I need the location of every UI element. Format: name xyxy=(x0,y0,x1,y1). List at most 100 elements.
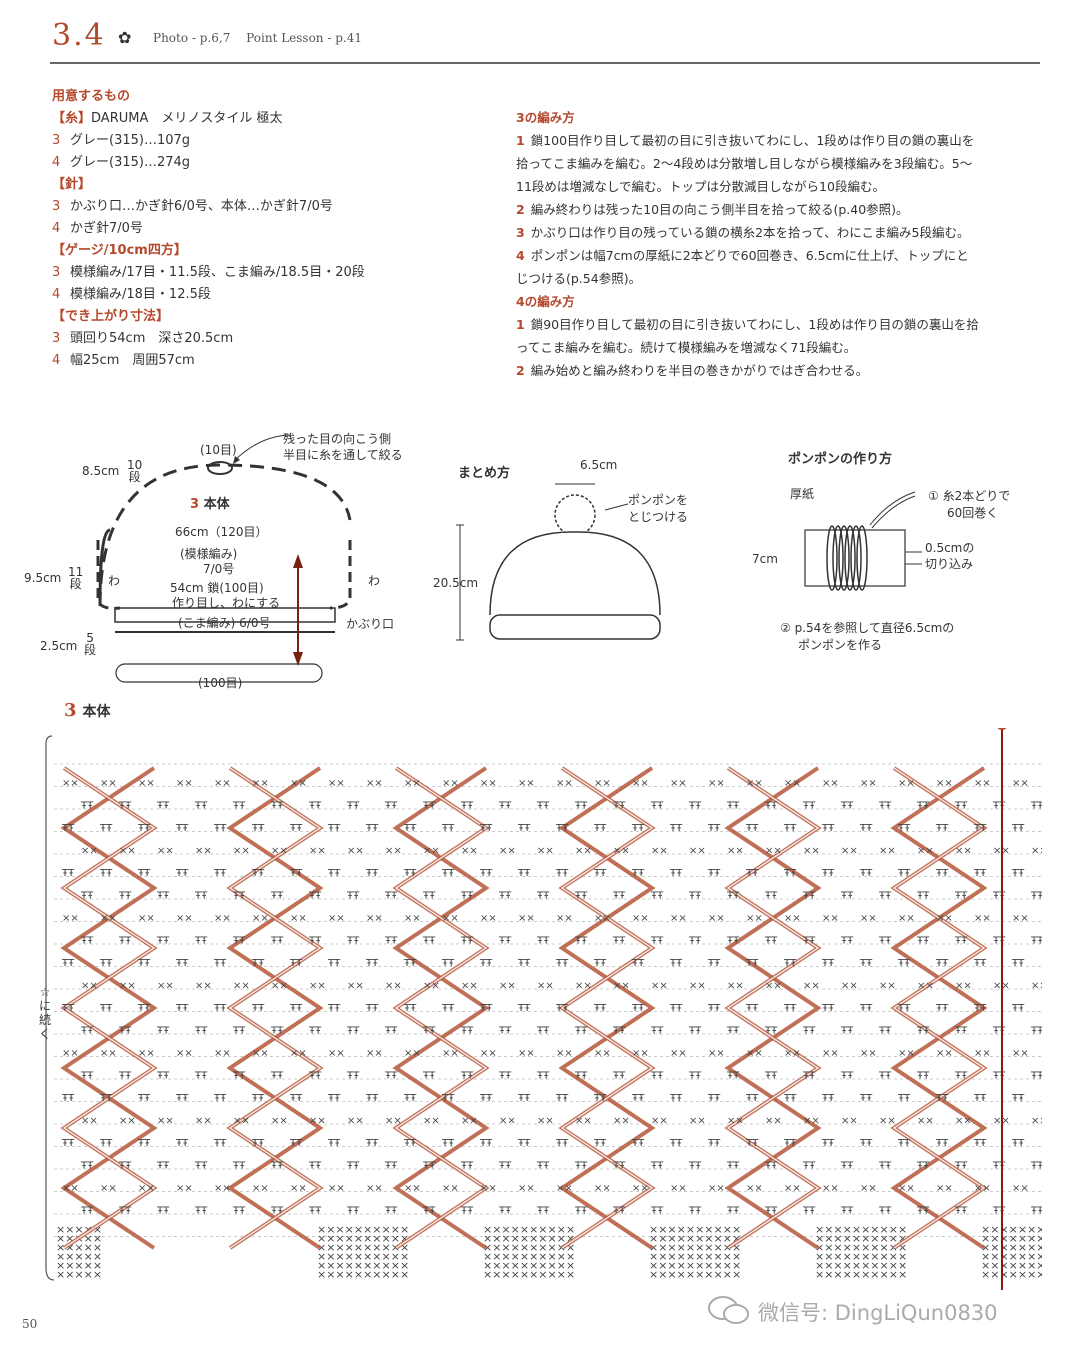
hat-height: 20.5cm xyxy=(433,576,479,590)
stitch-mark: ŦŦ xyxy=(517,958,531,969)
stitch-mark: ×× xyxy=(81,1116,98,1127)
sc-row: ×××××××××× xyxy=(483,1232,575,1245)
stitch-mark: ×× xyxy=(138,1183,155,1194)
stitch-mark: ×× xyxy=(233,981,250,992)
stitch-mark: ×× xyxy=(822,778,839,789)
stitch-mark: ŦŦ xyxy=(802,1206,816,1217)
stitch-mark: ŦŦ xyxy=(61,1093,75,1104)
stitch-mark: ×× xyxy=(632,913,649,924)
stitch-mark: ×× xyxy=(157,1116,174,1127)
cable-line xyxy=(724,766,822,1250)
stitch-mark: ×× xyxy=(214,778,231,789)
stitch-mark: ŦŦ xyxy=(346,1071,360,1082)
stitch-mark: ×× xyxy=(632,1048,649,1059)
stitch-mark: ŦŦ xyxy=(441,868,455,879)
stitch-mark: ŦŦ xyxy=(517,868,531,879)
cable-highlight xyxy=(394,767,488,1249)
stitch-mark: ŦŦ xyxy=(745,1138,759,1149)
body-pattern: (模様編み) xyxy=(180,547,238,561)
stitch-mark: ×× xyxy=(480,1183,497,1194)
stitch-mark: ×× xyxy=(955,846,972,857)
top-gather xyxy=(207,461,233,475)
steps4-title: 4の編み方 xyxy=(516,294,575,309)
stitch-mark: ×× xyxy=(62,1183,79,1194)
stitch-mark: ×× xyxy=(917,846,934,857)
stitch-mark: ŦŦ xyxy=(688,891,702,902)
stitch-mark: ŦŦ xyxy=(403,868,417,879)
stitch-mark: ×× xyxy=(518,1048,535,1059)
stitch-mark: ŦŦ xyxy=(897,1138,911,1149)
stitch-mark: ×× xyxy=(176,1048,193,1059)
stitch-mark: ×× xyxy=(727,846,744,857)
stitch-mark: ×× xyxy=(594,778,611,789)
stitch-mark: ×× xyxy=(461,981,478,992)
stitch-mark: ŦŦ xyxy=(498,891,512,902)
stitch-mark: ŦŦ xyxy=(669,1093,683,1104)
stitch-mark: ŦŦ xyxy=(954,891,968,902)
stitch-mark: ŦŦ xyxy=(593,868,607,879)
stitch-mark: ŦŦ xyxy=(821,1003,835,1014)
brim xyxy=(114,607,336,623)
stitch-mark: ×× xyxy=(271,846,288,857)
sc-row: ×××××××××× xyxy=(649,1223,741,1236)
stitch-mark: ŦŦ xyxy=(365,1093,379,1104)
stitch-mark: ×× xyxy=(860,778,877,789)
stitch-mark: ×× xyxy=(594,1048,611,1059)
gauge-label: 【ゲージ/10cm四方】 xyxy=(52,243,187,258)
stitch-mark: ŦŦ xyxy=(631,868,645,879)
step3-4b: じつける(p.54参照)。 xyxy=(516,271,642,286)
continue-note: ☆に続く xyxy=(38,985,51,1041)
stitch-mark: ×× xyxy=(841,846,858,857)
body-width: 66cm（120目） xyxy=(175,525,268,539)
stitch-mark: ŦŦ xyxy=(346,1026,360,1037)
stitch-mark: ŦŦ xyxy=(80,891,94,902)
pompom-step1-b: 60回巻く xyxy=(947,506,999,520)
stitch-mark: ×× xyxy=(81,981,98,992)
brim-height: 2.5cm xyxy=(40,639,78,653)
sc-row: ×××××××××× xyxy=(649,1232,741,1245)
stitch-mark: ŦŦ xyxy=(878,1206,892,1217)
stitch-mark: ŦŦ xyxy=(213,868,227,879)
stitch-mark: ŦŦ xyxy=(764,936,778,947)
stitch-mark: ×× xyxy=(195,846,212,857)
stitch-mark: ŦŦ xyxy=(688,1026,702,1037)
stitch-mark: ŦŦ xyxy=(175,868,189,879)
stitch-mark: ×× xyxy=(518,1183,535,1194)
stitch-mark: ŦŦ xyxy=(517,1003,531,1014)
card-width: 7cm xyxy=(752,552,778,566)
stitch-mark: ŦŦ xyxy=(650,1206,664,1217)
stitch-mark: ŦŦ xyxy=(232,936,246,947)
stitch-mark: ŦŦ xyxy=(612,1206,626,1217)
stitch-mark: ŦŦ xyxy=(346,1161,360,1172)
body-title-text: 本体 xyxy=(203,497,230,512)
stitch-mark: ×× xyxy=(974,778,991,789)
sc-row: ×××××××××× xyxy=(981,1223,1042,1236)
stitch-mark: ŦŦ xyxy=(878,1161,892,1172)
stitch-mark: ×× xyxy=(727,981,744,992)
stitch-mark: ×× xyxy=(309,846,326,857)
stitch-mark: ŦŦ xyxy=(992,1026,1006,1037)
stitch-mark: ŦŦ xyxy=(194,1206,208,1217)
stitch-mark: ŦŦ xyxy=(175,1003,189,1014)
stitch-mark: ŦŦ xyxy=(137,958,151,969)
stitch-mark: ŦŦ xyxy=(593,958,607,969)
sc-row: ×××××××××× xyxy=(981,1259,1042,1272)
brim-rows-unit: 段 xyxy=(84,643,97,657)
chain-ring xyxy=(115,663,323,683)
stitch-mark: ŦŦ xyxy=(213,958,227,969)
stitch-mark: ×× xyxy=(423,981,440,992)
stitch-mark: ŦŦ xyxy=(745,868,759,879)
stitch-mark: ×× xyxy=(100,1048,117,1059)
stitch-mark: ŦŦ xyxy=(783,1003,797,1014)
stitch-mark: ŦŦ xyxy=(821,868,835,879)
stitch-mark: ŦŦ xyxy=(555,1003,569,1014)
stitch-mark: ŦŦ xyxy=(156,1161,170,1172)
stitch-mark: ×× xyxy=(556,778,573,789)
stitch-mark: ŦŦ xyxy=(954,936,968,947)
sc-row: ×××××××××× xyxy=(981,1232,1042,1245)
stitch-mark: ŦŦ xyxy=(194,801,208,812)
stitch-mark: ×× xyxy=(252,778,269,789)
stitch-mark: ŦŦ xyxy=(973,1003,987,1014)
yarn-4: グレー(315)…274g xyxy=(70,155,191,170)
